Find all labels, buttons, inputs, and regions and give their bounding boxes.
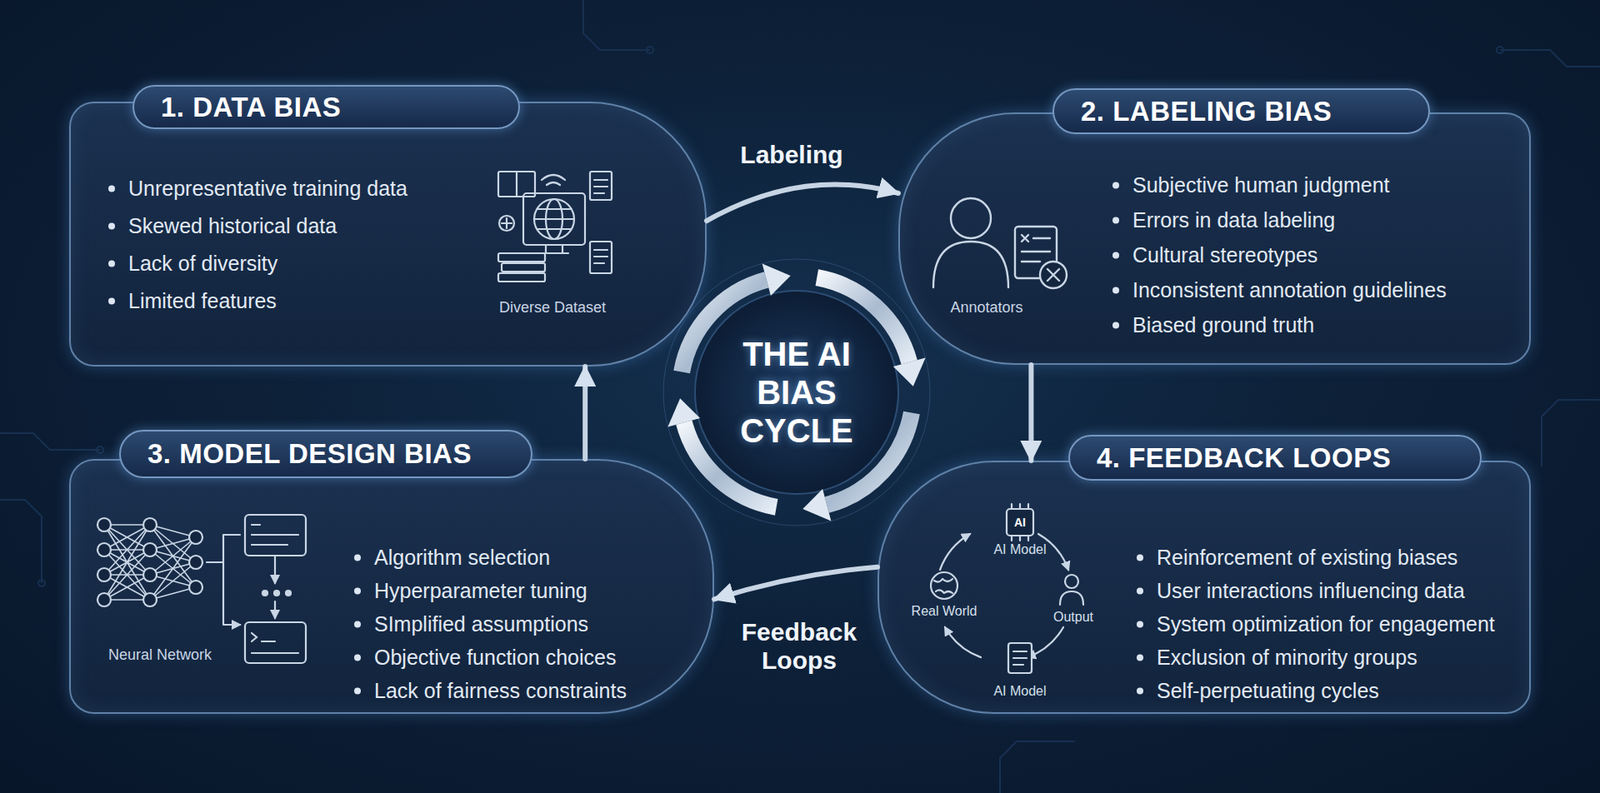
icon-caption: Neural Network	[108, 646, 212, 665]
bullet-text: Objective function choices	[374, 645, 616, 670]
bullet-item: SImplified assumptions	[354, 612, 589, 637]
bullet-text: Skewed historical data	[128, 214, 337, 239]
bullet-dot	[1136, 654, 1144, 661]
icon-caption: Diverse Dataset	[499, 299, 606, 317]
bullet-item: Lack of diversity	[108, 251, 278, 276]
bullet-text: Lack of diversity	[128, 251, 278, 276]
dataset-icon	[498, 171, 612, 282]
bullet-dot	[1136, 687, 1144, 695]
bullet-dot	[108, 222, 115, 230]
bullet-text: Exclusion of minority groups	[1156, 645, 1418, 670]
bullet-item: Skewed historical data	[108, 214, 337, 239]
bullet-text: Cultural stereotypes	[1132, 243, 1318, 268]
bullet-dot	[1112, 216, 1120, 224]
bullet-dot	[1136, 554, 1144, 561]
bullet-text: Inconsistent annotation guidelines	[1132, 278, 1447, 303]
bullet-dot	[108, 260, 115, 267]
flow-arrow	[1028, 365, 1034, 461]
bullet-item: Exclusion of minority groups	[1136, 645, 1418, 670]
panel-heading: 4. FEEDBACK LOOPS	[1096, 442, 1391, 475]
panel-tab: 2. LABELING BIAS	[1052, 88, 1430, 135]
icon-caption: Annotators	[950, 299, 1023, 317]
panel-tab: 4. FEEDBACK LOOPS	[1068, 435, 1482, 481]
bullet-item: Errors in data labeling	[1112, 208, 1335, 233]
bullet-item: System optimization for engagement	[1136, 612, 1495, 637]
neural-network-icon	[97, 515, 306, 664]
bullet-text: Hyperparameter tuning	[374, 579, 588, 604]
flow-arrow	[714, 567, 878, 600]
cycle-title: THE AI BIAS CYCLE	[713, 335, 880, 450]
bullet-dot	[108, 297, 115, 305]
bullet-text: Biased ground truth	[1132, 313, 1315, 338]
bullet-item: Subjective human judgment	[1112, 173, 1390, 198]
bullet-dot	[354, 687, 361, 695]
bullet-text: User interactions influencing data	[1156, 579, 1465, 604]
panel-heading: 2. LABELING BIAS	[1080, 95, 1332, 128]
diagram-label: AI	[1014, 515, 1026, 530]
bullet-dot	[1112, 321, 1120, 329]
bullet-dot	[1112, 286, 1120, 294]
diagram-label: AI Model	[993, 542, 1046, 558]
bullet-item: Lack of fairness constraints	[354, 679, 627, 704]
diagram-label: Output	[1053, 610, 1094, 625]
diagram-label: Real World	[911, 604, 978, 620]
bullet-text: Algorithm selection	[374, 545, 550, 570]
bullet-text: Subjective human judgment	[1132, 173, 1390, 198]
panel-heading: 1. DATA BIAS	[160, 91, 341, 124]
bullet-dot	[1136, 587, 1144, 595]
bullet-item: Objective function choices	[354, 645, 616, 670]
edge-label: Feedback Loops	[728, 618, 870, 675]
bullet-item: Inconsistent annotation guidelines	[1112, 278, 1447, 303]
bullet-text: Limited features	[128, 289, 277, 314]
flow-arrow	[706, 184, 899, 221]
bullet-text: System optimization for engagement	[1156, 612, 1495, 637]
bullet-text: Lack of fairness constraints	[374, 679, 627, 704]
bullet-dot	[108, 185, 115, 192]
bullet-dot	[1136, 620, 1144, 628]
bullet-item: Reinforcement of existing biases	[1136, 545, 1458, 570]
bullet-item: Algorithm selection	[354, 545, 550, 570]
bullet-item: Self-perpetuating cycles	[1136, 679, 1380, 704]
bullet-dot	[1112, 181, 1120, 189]
bullet-dot	[354, 620, 361, 628]
panel-tab: 3. MODEL DESIGN BIAS	[119, 430, 533, 479]
bullet-dot	[354, 587, 361, 595]
bias-panel: 1. DATA BIASUnrepresentative training da…	[69, 101, 707, 367]
panel-tab: 1. DATA BIAS	[132, 85, 520, 130]
edge-label: Labeling	[740, 140, 843, 170]
bias-panel: 4. FEEDBACK LOOPSReinforcement of existi…	[877, 460, 1531, 715]
bullet-text: Errors in data labeling	[1132, 208, 1335, 233]
bullet-item: User interactions influencing data	[1136, 579, 1465, 604]
diagram-label: AI Model	[993, 684, 1046, 700]
bullet-item: Limited features	[108, 289, 277, 314]
bullet-dot	[354, 654, 361, 661]
bullet-dot	[1112, 251, 1120, 259]
annotator-icon	[933, 198, 1067, 289]
bullet-text: Reinforcement of existing biases	[1156, 545, 1458, 570]
flow-arrow	[582, 366, 588, 460]
bullet-text: Unrepresentative training data	[128, 176, 408, 201]
bullet-item: Cultural stereotypes	[1112, 243, 1318, 268]
feedback-cycle-icon	[930, 504, 1084, 674]
bias-panel: 2. LABELING BIASSubjective human judgmen…	[898, 112, 1531, 365]
bullet-item: Hyperparameter tuning	[354, 579, 588, 604]
bullet-text: SImplified assumptions	[374, 612, 589, 637]
cycle-ring	[663, 259, 930, 526]
bullet-item: Unrepresentative training data	[108, 176, 408, 201]
panel-heading: 3. MODEL DESIGN BIAS	[147, 438, 472, 470]
bullet-item: Biased ground truth	[1112, 313, 1315, 338]
bias-panel: 3. MODEL DESIGN BIASAlgorithm selectionH…	[69, 459, 715, 715]
bullet-dot	[354, 554, 361, 561]
bullet-text: Self-perpetuating cycles	[1156, 679, 1380, 704]
